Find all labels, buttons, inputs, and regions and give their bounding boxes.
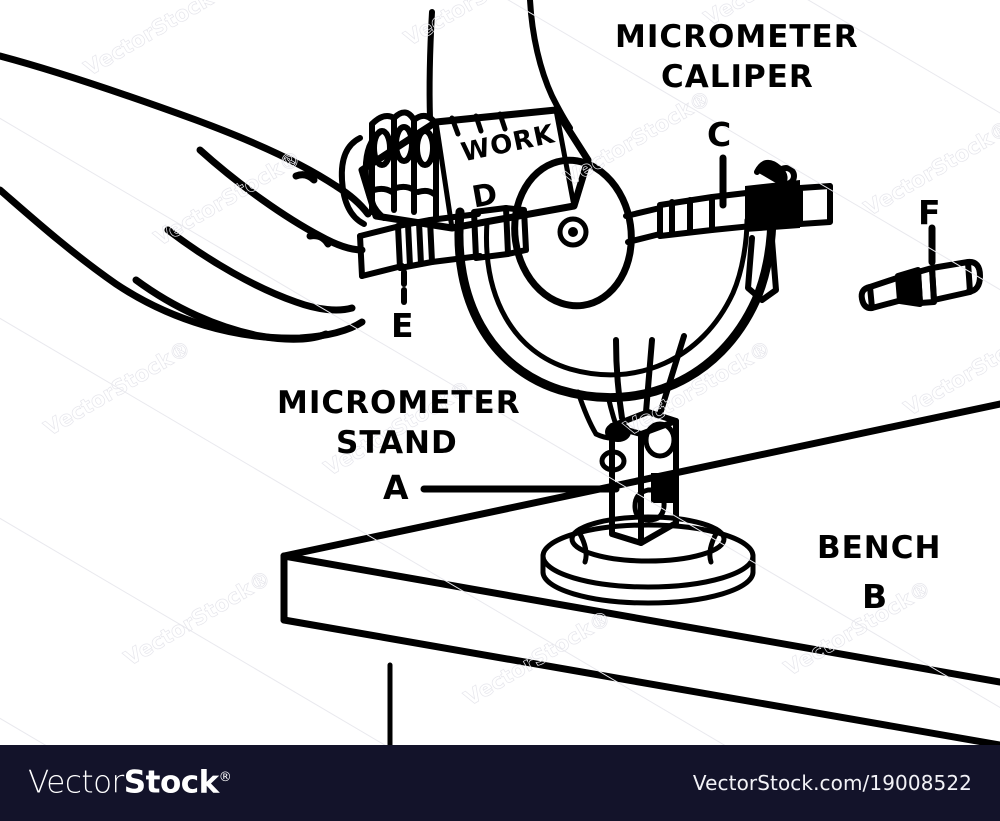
micrometer-caliper-line-drawing <box>0 0 1000 745</box>
footer-bar: VectorStock® VectorStock.com/19008522 <box>0 745 1000 821</box>
label-thimble-letter-e: E <box>391 306 414 345</box>
registered-trademark-icon: ® <box>218 770 232 786</box>
stand-arm <box>613 333 687 421</box>
footer-url-text: VectorStock.com/19008522 <box>692 771 972 795</box>
label-micrometer-caliper-line2: CALIPER <box>661 59 814 95</box>
label-caliper-letter-c: C <box>707 115 732 154</box>
stand-base <box>540 514 756 606</box>
label-spare-part-letter-f: F <box>918 193 941 232</box>
hand-and-forearm <box>0 52 372 343</box>
gripping-fingers <box>369 109 439 221</box>
label-micrometer-stand-line1: MICROMETER <box>277 385 521 421</box>
label-stand-letter-a: A <box>383 468 409 507</box>
label-micrometer-caliper-line1: MICROMETER <box>615 19 859 55</box>
label-bench-word: BENCH <box>817 530 942 566</box>
logo-bold-part: Stock <box>123 764 219 801</box>
vectorstock-logo: VectorStock® <box>28 764 232 801</box>
spare-anvil-part <box>858 258 983 312</box>
logo-light-part: Vector <box>28 764 124 801</box>
caliper-dial-hub <box>557 216 589 248</box>
label-micrometer-stand-line2: STAND <box>336 425 458 461</box>
label-bench-letter-b: B <box>862 577 888 616</box>
artboard: VectorStock® VectorStock® VectorStock® V… <box>0 0 1000 745</box>
caliper-thimble-right <box>745 159 833 303</box>
label-work-letter-d: D <box>469 176 501 216</box>
